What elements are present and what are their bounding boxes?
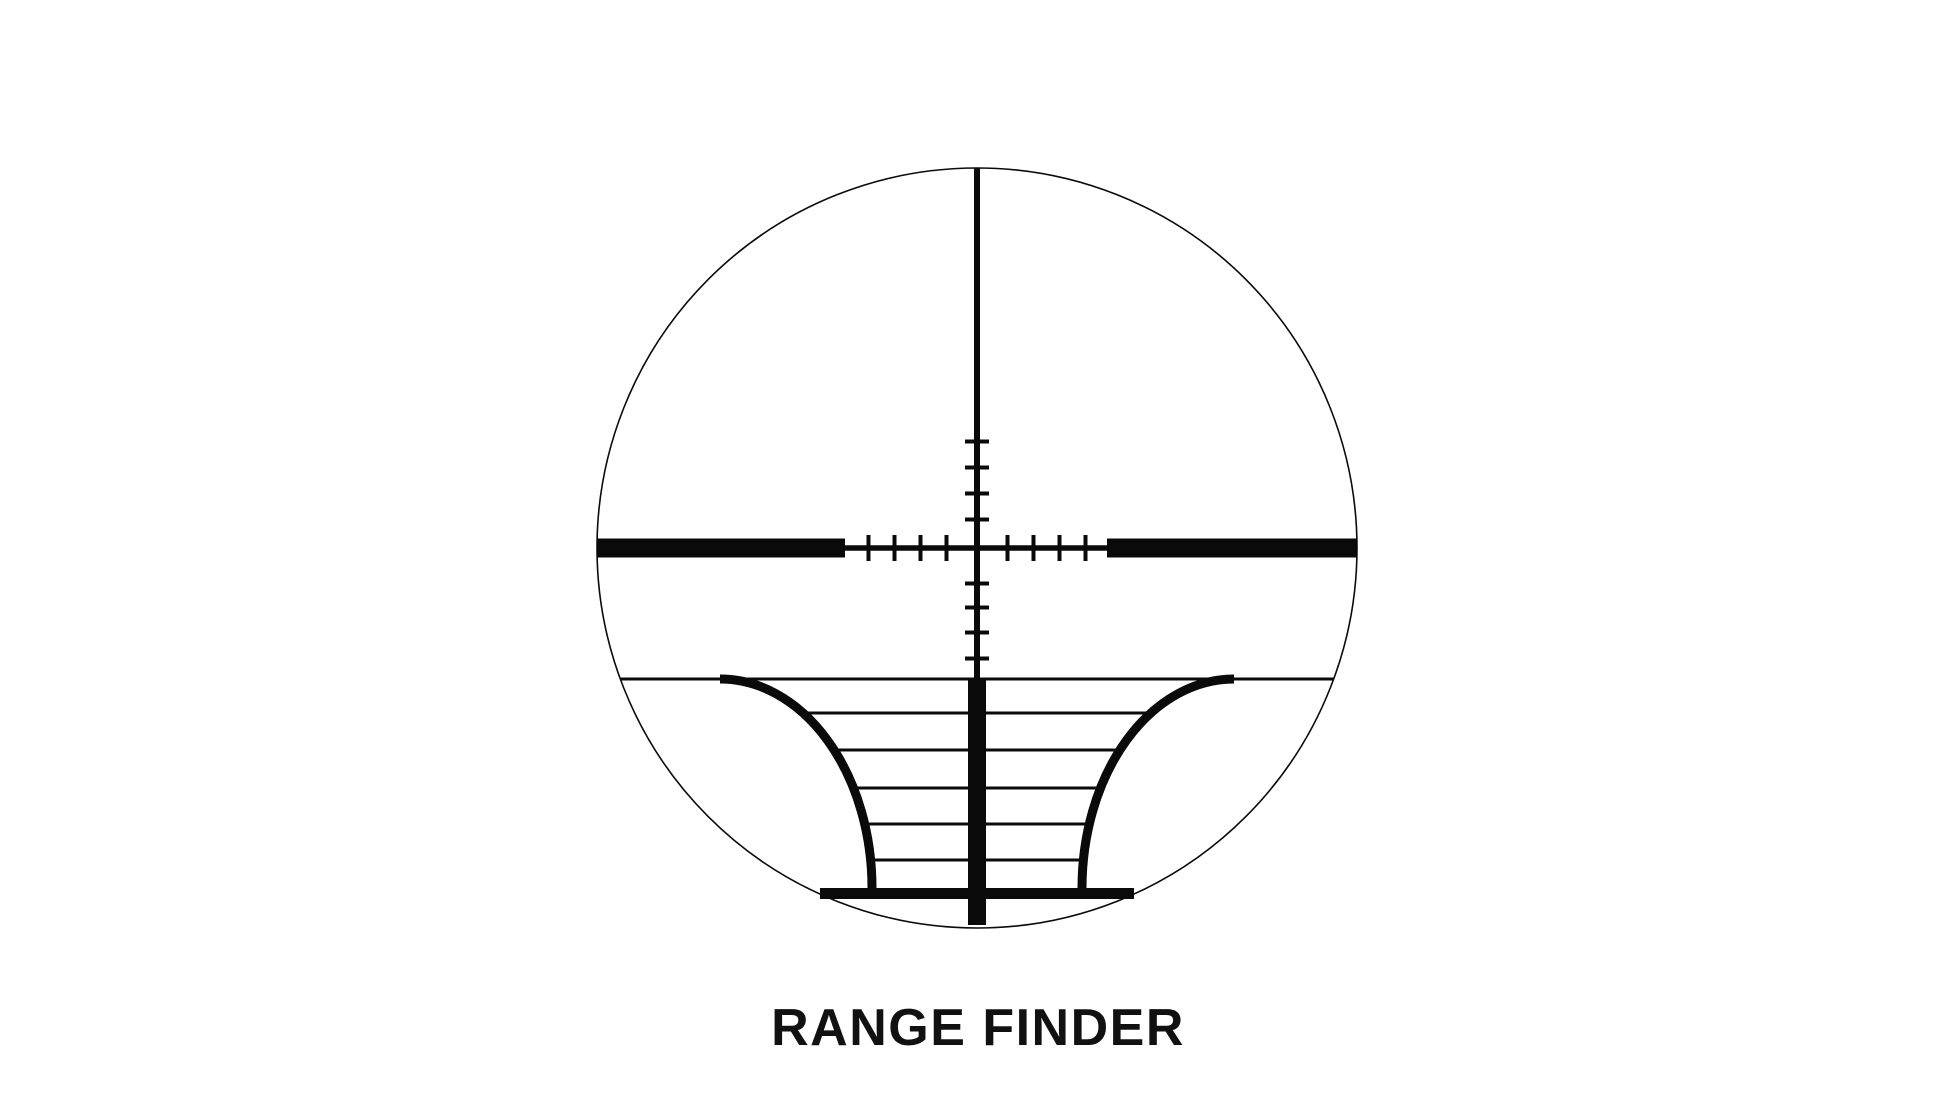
ladder-right-curve (1077, 674, 1235, 889)
diagram-caption: RANGE FINDER (771, 999, 1185, 1057)
ladder-left-curve (719, 674, 877, 889)
